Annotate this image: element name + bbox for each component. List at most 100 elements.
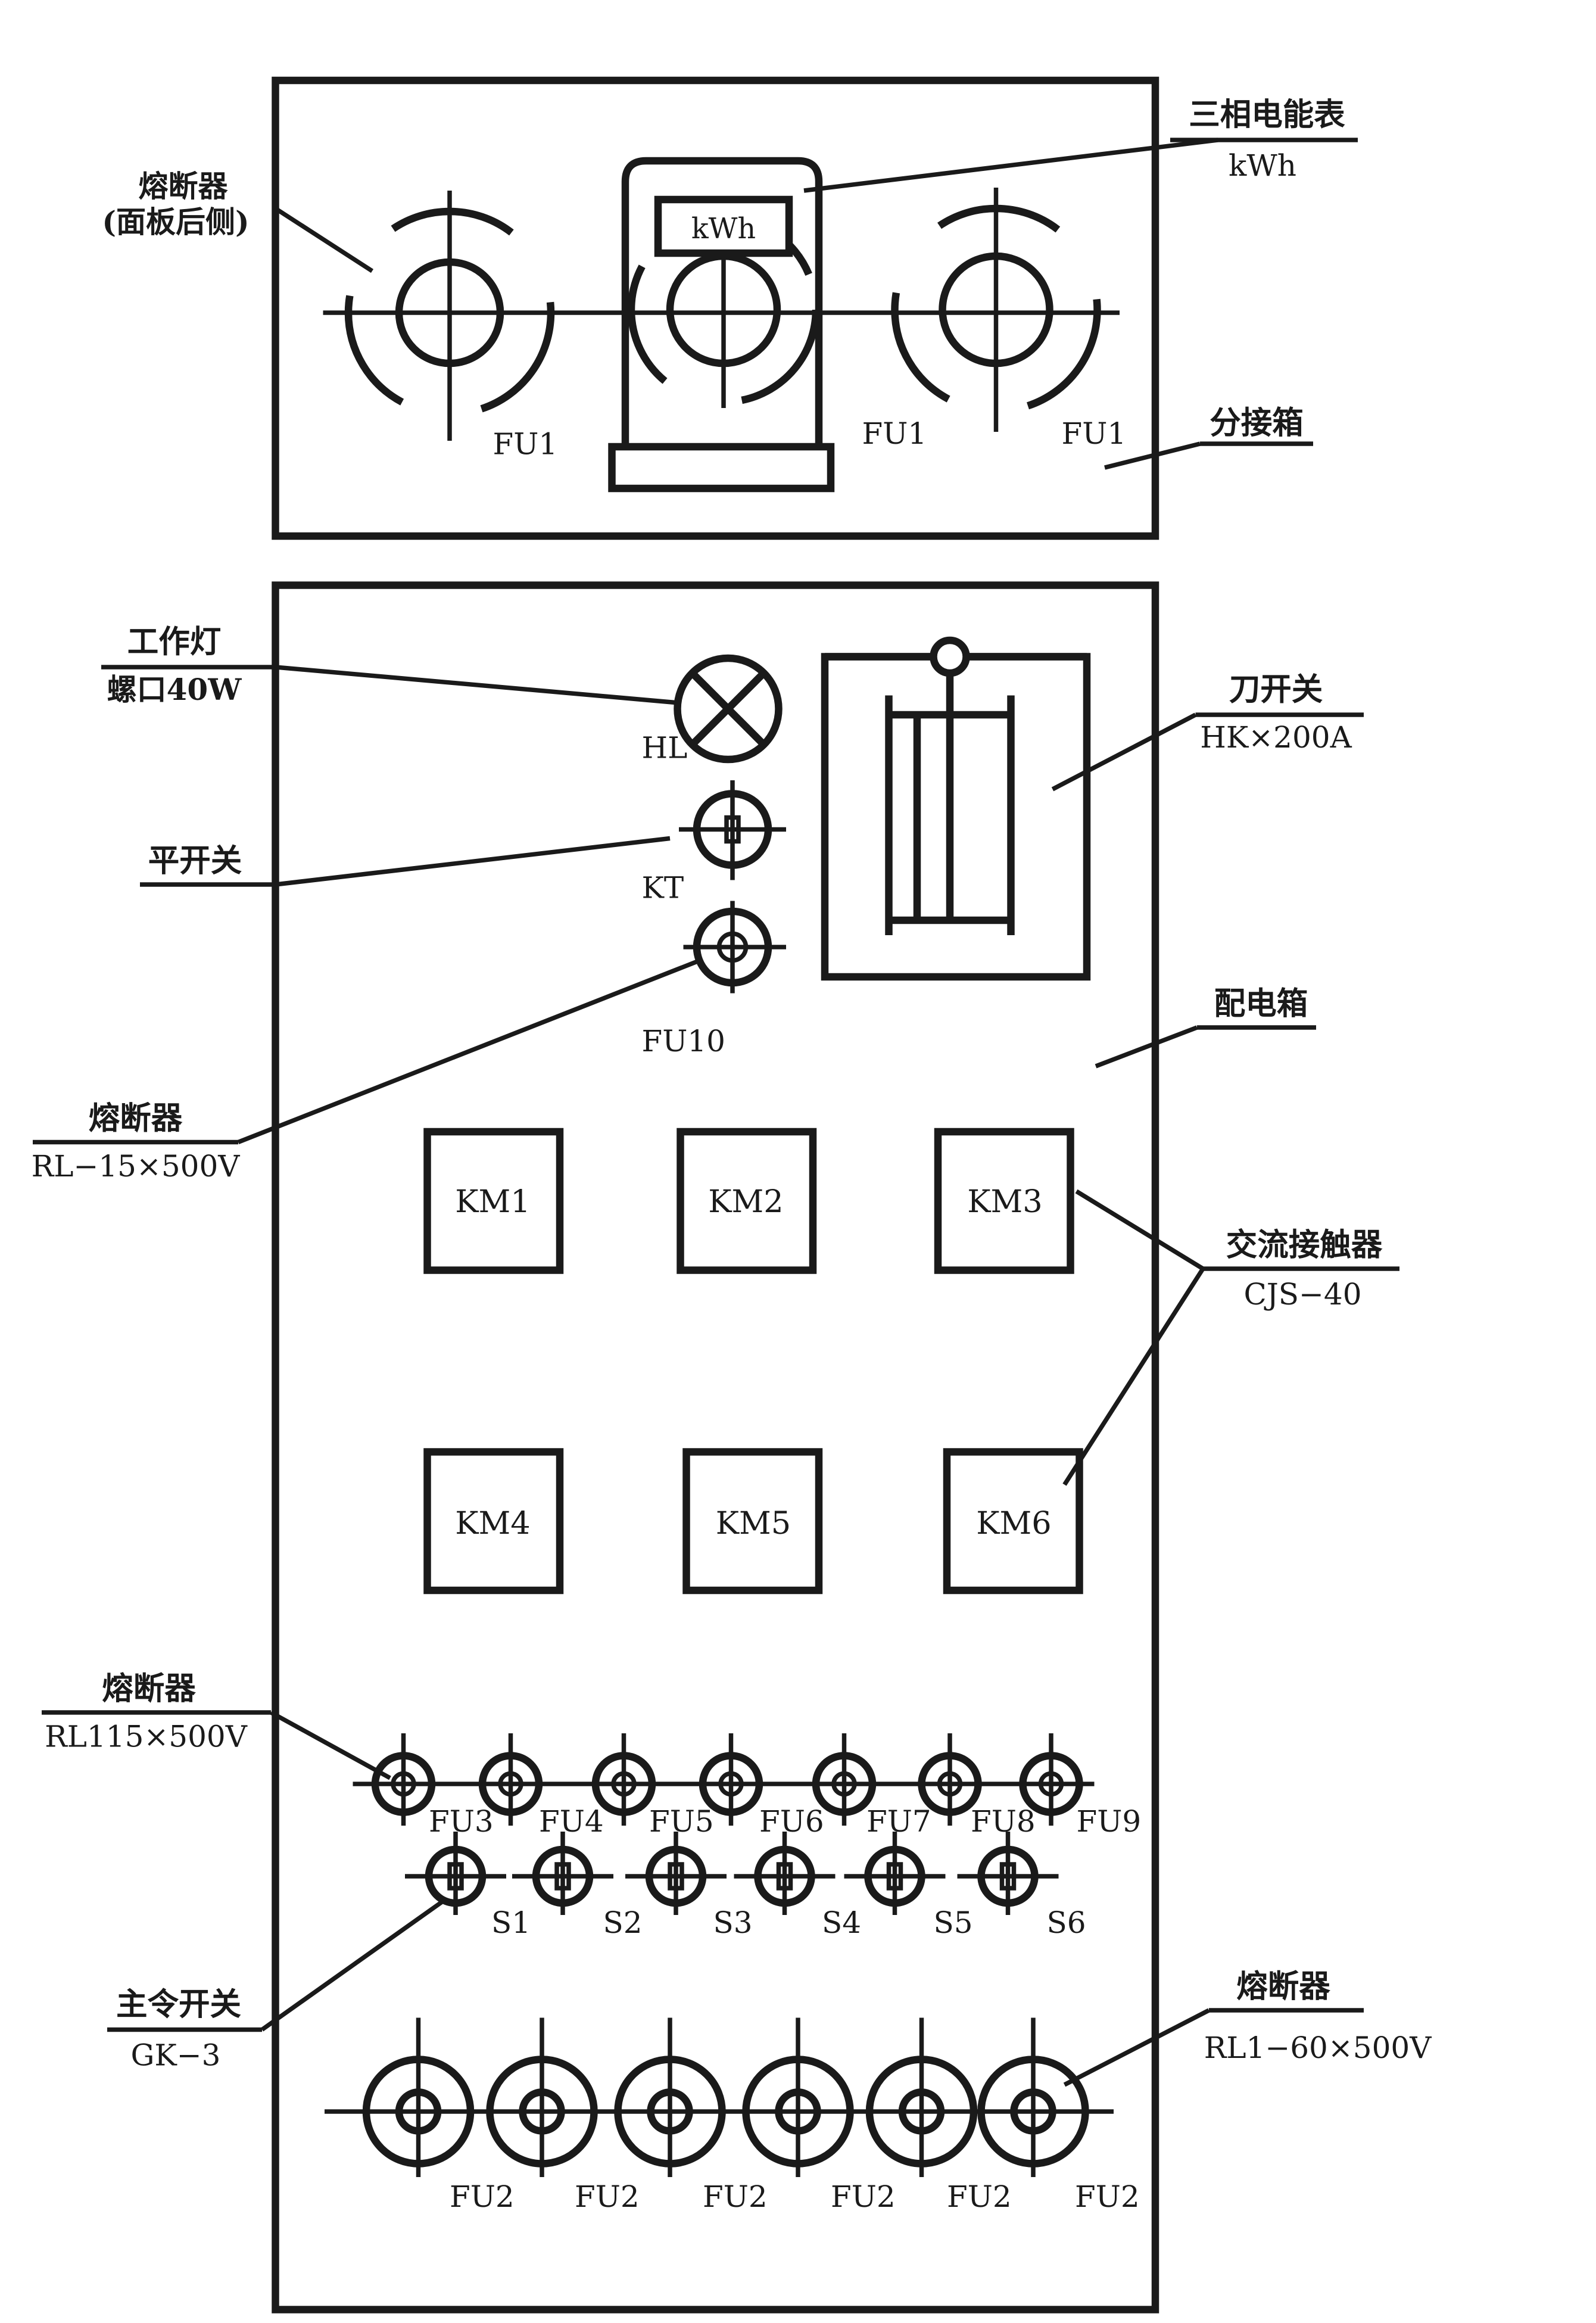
small-fuse-label: FU8 xyxy=(971,1804,1036,1839)
meter-display xyxy=(654,195,793,257)
master-switch: S4 xyxy=(734,1832,861,1940)
contactor-label: KM1 xyxy=(455,1184,530,1220)
switch-title: 平开关 xyxy=(148,843,242,879)
fu10-spec: RL−15×500V xyxy=(32,1149,241,1184)
big-fuse: FU2 xyxy=(362,2017,515,2214)
master-title: 主令开关 xyxy=(116,1986,242,2023)
lamp-circle xyxy=(674,654,783,764)
knife-switch-frame xyxy=(821,653,1091,981)
leader-small-fuse xyxy=(270,1710,391,1780)
contactor-km5: KM5 xyxy=(682,1448,823,1595)
master-switch: S5 xyxy=(844,1832,973,1940)
contactor-km2: KM2 xyxy=(677,1128,817,1274)
contactor-label: KM4 xyxy=(455,1505,530,1542)
leader-lamp xyxy=(275,665,679,705)
fu10-title: 熔断器 xyxy=(89,1100,183,1136)
small-fuse-spec: RL115×500V xyxy=(45,1720,248,1754)
master-switch-slot xyxy=(999,1862,1017,1891)
big-fuse-label: FU2 xyxy=(575,2179,640,2214)
meter-title: 三相电能表 xyxy=(1189,96,1345,133)
small-fuse-label: FU3 xyxy=(429,1804,494,1839)
contactor-km6: KM6 xyxy=(943,1448,1083,1595)
master-switch-label: S1 xyxy=(491,1905,531,1940)
big-fuse: FU2 xyxy=(614,2017,768,2214)
fu1-label-middle: FU1 xyxy=(862,416,927,451)
lamp-title: 工作灯 xyxy=(127,624,222,660)
contactor-km3: KM3 xyxy=(934,1128,1074,1274)
meter-display-text: kWh xyxy=(691,213,756,245)
big-fuse: FU2 xyxy=(977,2017,1140,2214)
small-fuse-label: FU5 xyxy=(649,1804,714,1839)
fu10-code: FU10 xyxy=(642,1024,725,1058)
lamp-code: HL xyxy=(642,731,688,765)
small-fuse-label: FU6 xyxy=(759,1804,824,1839)
lamp-cross-b xyxy=(690,670,766,748)
contactor-box xyxy=(682,1448,823,1595)
work-lamp-hl xyxy=(674,654,783,764)
contactor-spec: CJS−40 xyxy=(1243,1277,1361,1312)
junction-box-label: 分接箱 xyxy=(1210,405,1304,441)
fuse-rear-title: 熔断器 xyxy=(139,169,229,204)
fuse-fu1-right xyxy=(891,188,1101,432)
contactor-box xyxy=(677,1128,817,1274)
leader-fuse-rear xyxy=(274,206,374,273)
contactor-box xyxy=(423,1448,564,1595)
big-fuse-label: FU2 xyxy=(831,2179,896,2214)
small-fuse: FU9 xyxy=(1019,1733,1141,1839)
leader-junction-box xyxy=(1104,441,1201,470)
distribution-box-label: 配电箱 xyxy=(1214,986,1308,1022)
master-switch-circle xyxy=(754,1845,815,1907)
leader-knife xyxy=(1051,712,1197,792)
leader-contactor-km6 xyxy=(1062,1267,1205,1486)
small-fuse-label: FU7 xyxy=(866,1804,931,1839)
master-switch-slot xyxy=(668,1862,684,1891)
master-switch-slot xyxy=(776,1862,793,1891)
distribution-box-panel: HL 工作灯 螺口40W KT 平开关 FU10 熔断器 RL−15×500V xyxy=(32,581,1432,2313)
switch-code: KT xyxy=(642,871,684,905)
fuse-rear-note: (面板后侧) xyxy=(102,204,249,239)
master-switch: S1 xyxy=(405,1832,531,1940)
big-fuse: FU2 xyxy=(486,2017,640,2214)
leader-big-fuse xyxy=(1063,2008,1210,2087)
flat-switch-kt xyxy=(679,780,786,880)
meter-unit: kWh xyxy=(1229,148,1296,183)
contactor-label: KM2 xyxy=(708,1184,783,1220)
small-fuse: FU7 xyxy=(812,1733,931,1839)
master-switch-circle xyxy=(977,1845,1039,1907)
master-switch-slot xyxy=(554,1862,571,1891)
master-switch-label: S6 xyxy=(1047,1905,1086,1940)
big-fuse-label: FU2 xyxy=(1075,2179,1140,2214)
big-fuse: FU2 xyxy=(742,2017,896,2214)
leader-master-switch xyxy=(260,1897,448,2032)
master-switch: S3 xyxy=(625,1832,753,1940)
master-spec: GK−3 xyxy=(130,2038,220,2073)
meter-housing xyxy=(621,157,823,447)
master-switch-circle xyxy=(864,1845,925,1907)
master-switch-circle xyxy=(425,1845,487,1907)
lamp-spec: 螺口40W xyxy=(107,672,242,707)
leader-switch xyxy=(275,836,671,887)
small-fuse-label: FU4 xyxy=(539,1804,604,1839)
fuse-fu10 xyxy=(683,901,786,994)
master-switch-slot xyxy=(886,1862,903,1891)
contactor-box xyxy=(943,1448,1083,1595)
small-fuse-title: 熔断器 xyxy=(102,1671,196,1707)
big-fuse-spec: RL1−60×500V xyxy=(1204,2031,1432,2065)
contactor-km4: KM4 xyxy=(423,1448,564,1595)
small-fuse: FU8 xyxy=(918,1733,1036,1839)
contactor-km1: KM1 xyxy=(423,1128,564,1274)
big-fuse: FU2 xyxy=(865,2017,1012,2214)
master-switch-label: S5 xyxy=(934,1905,973,1940)
master-switch-label: S4 xyxy=(822,1905,861,1940)
small-fuse: FU4 xyxy=(478,1733,604,1839)
master-switch-circle xyxy=(532,1845,594,1907)
small-fuse: FU5 xyxy=(591,1733,714,1839)
contactor-title: 交流接触器 xyxy=(1226,1227,1383,1263)
knife-handle xyxy=(930,636,970,677)
fuse-fu1-left xyxy=(344,191,555,441)
leader-fu10 xyxy=(237,958,701,1144)
master-switch: S6 xyxy=(957,1832,1086,1940)
big-fuse-label: FU2 xyxy=(450,2179,515,2214)
